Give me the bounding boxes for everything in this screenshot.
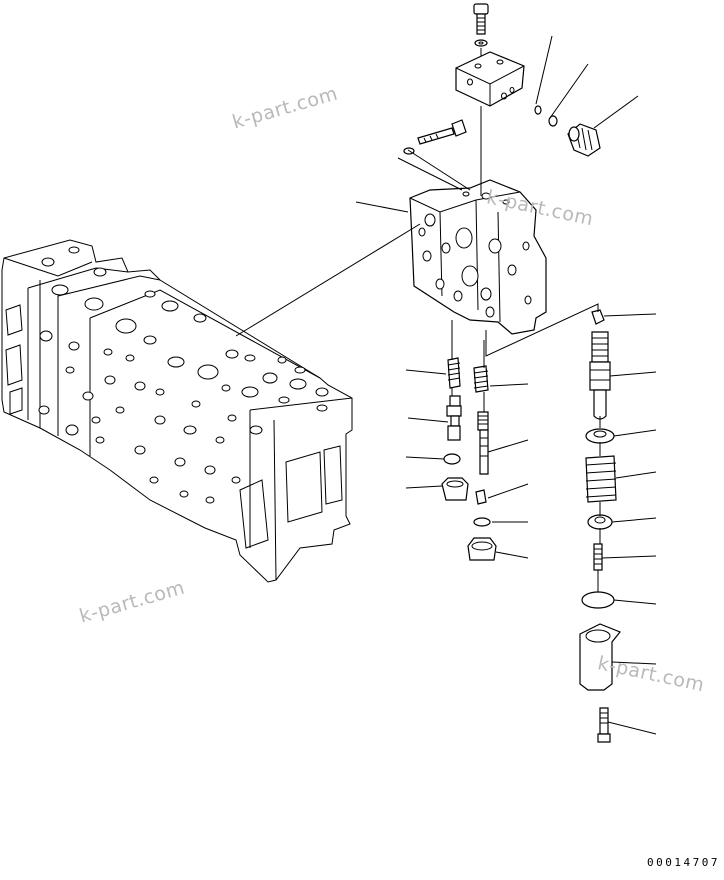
port-hole <box>126 355 134 361</box>
port-hole <box>155 416 165 424</box>
valve-section-body[interactable] <box>410 180 546 334</box>
port-hole <box>279 397 289 403</box>
port-hole <box>295 367 305 373</box>
center-lines <box>236 48 600 592</box>
spring-r[interactable] <box>586 456 616 502</box>
port-hole <box>263 373 277 383</box>
port-hole <box>104 349 112 355</box>
o-ring-l[interactable] <box>444 454 460 464</box>
port-hole <box>222 385 230 391</box>
bolt-top[interactable] <box>474 4 488 34</box>
port-hole <box>135 446 145 454</box>
port-hole <box>42 258 54 266</box>
port-hole <box>232 477 240 483</box>
port-hole <box>135 382 145 390</box>
port-hole <box>52 285 68 295</box>
port-hole <box>194 314 206 322</box>
leader-lines <box>356 36 656 734</box>
port-hole <box>145 291 155 297</box>
spring-m1[interactable] <box>474 366 488 392</box>
port-hole <box>245 355 255 361</box>
port-hole <box>83 392 93 400</box>
port-hole <box>198 365 218 379</box>
port-hole <box>96 437 104 443</box>
port-hole <box>316 388 328 396</box>
port-hole <box>206 497 214 503</box>
drawing-number: 00014707 <box>647 856 720 869</box>
plug-m[interactable] <box>468 538 496 560</box>
port-hole <box>278 357 286 363</box>
port-hole <box>69 247 79 253</box>
o-ring-m[interactable] <box>474 518 490 526</box>
plug-r-top[interactable] <box>592 310 604 324</box>
port-hole <box>85 298 103 310</box>
port-hole <box>180 491 188 497</box>
port-hole <box>162 301 178 311</box>
port-hole <box>150 477 158 483</box>
port-hole <box>69 342 79 350</box>
o-ring-a[interactable] <box>535 106 541 114</box>
port-hole <box>226 350 238 358</box>
washer-top[interactable] <box>475 40 487 46</box>
port-hole <box>228 415 236 421</box>
port-hole <box>39 406 49 414</box>
spool-l[interactable] <box>447 396 461 440</box>
bolt-r[interactable] <box>594 544 602 570</box>
port-hole <box>184 426 196 434</box>
plug-l[interactable] <box>442 478 468 500</box>
port-hole <box>40 331 52 341</box>
port-hole <box>66 367 74 373</box>
port-hole <box>192 401 200 407</box>
port-hole <box>105 376 115 384</box>
retainer-r2[interactable] <box>588 515 612 529</box>
cover-block[interactable] <box>456 52 524 106</box>
valve-assembly[interactable] <box>2 240 352 582</box>
port-hole <box>94 268 106 276</box>
port-hole <box>216 437 224 443</box>
port-hole <box>116 319 136 333</box>
port-hole <box>156 389 164 395</box>
plug-fitting[interactable] <box>568 124 600 156</box>
port-hole <box>168 357 184 367</box>
retainer-r1[interactable] <box>586 429 614 443</box>
port-hole <box>242 387 258 397</box>
spring-l1[interactable] <box>448 358 460 388</box>
port-hole <box>116 407 124 413</box>
spool-m[interactable] <box>478 412 488 474</box>
port-hole <box>317 405 327 411</box>
bolt-r-bottom[interactable] <box>598 708 610 742</box>
port-hole <box>290 379 306 389</box>
port-hole <box>175 458 185 466</box>
port-hole <box>250 426 262 434</box>
o-ring-r[interactable] <box>582 592 614 608</box>
bolt-side[interactable] <box>404 120 466 154</box>
spool-r[interactable] <box>590 332 610 419</box>
port-hole <box>66 425 78 435</box>
cover-r[interactable] <box>580 624 620 690</box>
port-hole <box>144 336 156 344</box>
port-hole <box>92 417 100 423</box>
o-ring-b[interactable] <box>549 116 557 126</box>
port-hole <box>205 466 215 474</box>
fitting-m[interactable] <box>476 490 486 504</box>
